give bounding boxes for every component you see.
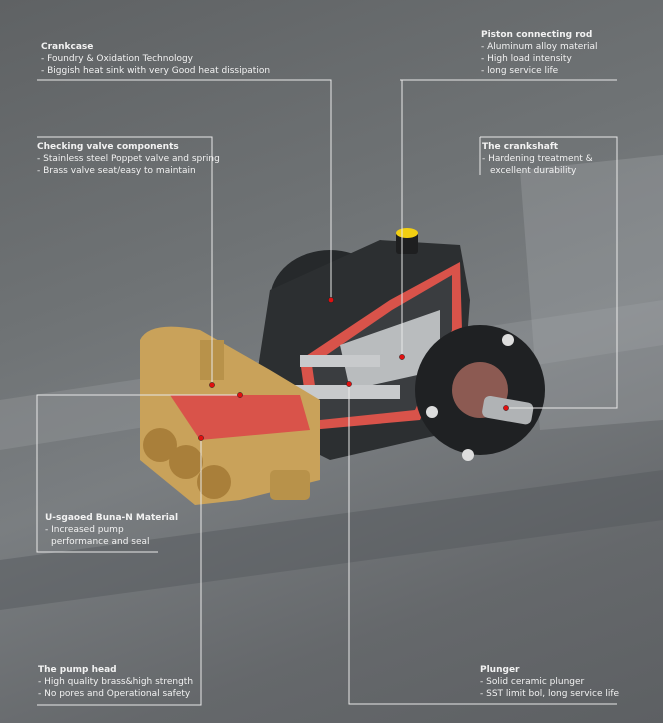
- checking-valve-dot: [209, 382, 215, 388]
- plunger-dot: [346, 381, 352, 387]
- light-panel: [520, 155, 663, 430]
- callout-line: - Solid ceramic plunger: [480, 677, 585, 687]
- seal-dot: [237, 392, 243, 398]
- callout-title: U-sgaoed Buna-N Material: [45, 513, 179, 523]
- callout-line: - SST limit bol, long service life: [480, 689, 620, 699]
- callout-piston-rod: Piston connecting rod - Aluminum alloy m…: [481, 29, 598, 77]
- shadow-streak: [0, 470, 663, 610]
- callout-line: - Hardening treatment &: [482, 154, 593, 164]
- pump-illustration: [140, 228, 545, 505]
- callout-line: - Brass valve seat/easy to maintain: [37, 166, 196, 176]
- callout-line: - Biggish heat sink with very Good heat …: [41, 66, 271, 76]
- callout-line: - Foundry & Oxidation Technology: [41, 54, 194, 64]
- pump-head-dot: [198, 435, 204, 441]
- callout-title: Piston connecting rod: [481, 30, 593, 40]
- callout-title: The pump head: [38, 665, 117, 675]
- leader-lines: [36, 79, 618, 706]
- callout-title: Plunger: [480, 665, 520, 675]
- callout-line: performance and seal: [51, 537, 150, 547]
- callout-line: - Stainless steel Poppet valve and sprin…: [37, 154, 220, 164]
- callout-pump-head: The pump head - High quality brass&high …: [38, 664, 193, 700]
- callout-title: Checking valve components: [37, 142, 179, 152]
- callout-line: - High quality brass&high strength: [38, 677, 194, 687]
- callout-crankshaft: The crankshaft - Hardening treatment & e…: [482, 141, 593, 177]
- crankcase-dot: [328, 297, 334, 303]
- callout-plunger: Plunger - Solid ceramic plunger - SST li…: [480, 664, 619, 700]
- callout-title: Crankcase: [41, 42, 94, 52]
- callout-line: - No pores and Operational safety: [38, 689, 191, 699]
- callout-crankcase: Crankcase - Foundry & Oxidation Technolo…: [41, 41, 270, 77]
- callout-line: excellent durability: [490, 166, 577, 176]
- piston-rod-dot: [399, 354, 405, 360]
- callout-line: - High load intensity: [481, 54, 572, 64]
- callout-line: - long service life: [481, 66, 559, 76]
- callout-checking-valve: Checking valve components - Stainless st…: [37, 141, 220, 177]
- callout-line: - Aluminum alloy material: [481, 42, 598, 52]
- callout-line: - Increased pump: [45, 525, 124, 535]
- crankshaft-dot: [503, 405, 509, 411]
- callout-seal: U-sgaoed Buna-N Material - Increased pum…: [45, 512, 178, 548]
- callout-title: The crankshaft: [482, 142, 559, 152]
